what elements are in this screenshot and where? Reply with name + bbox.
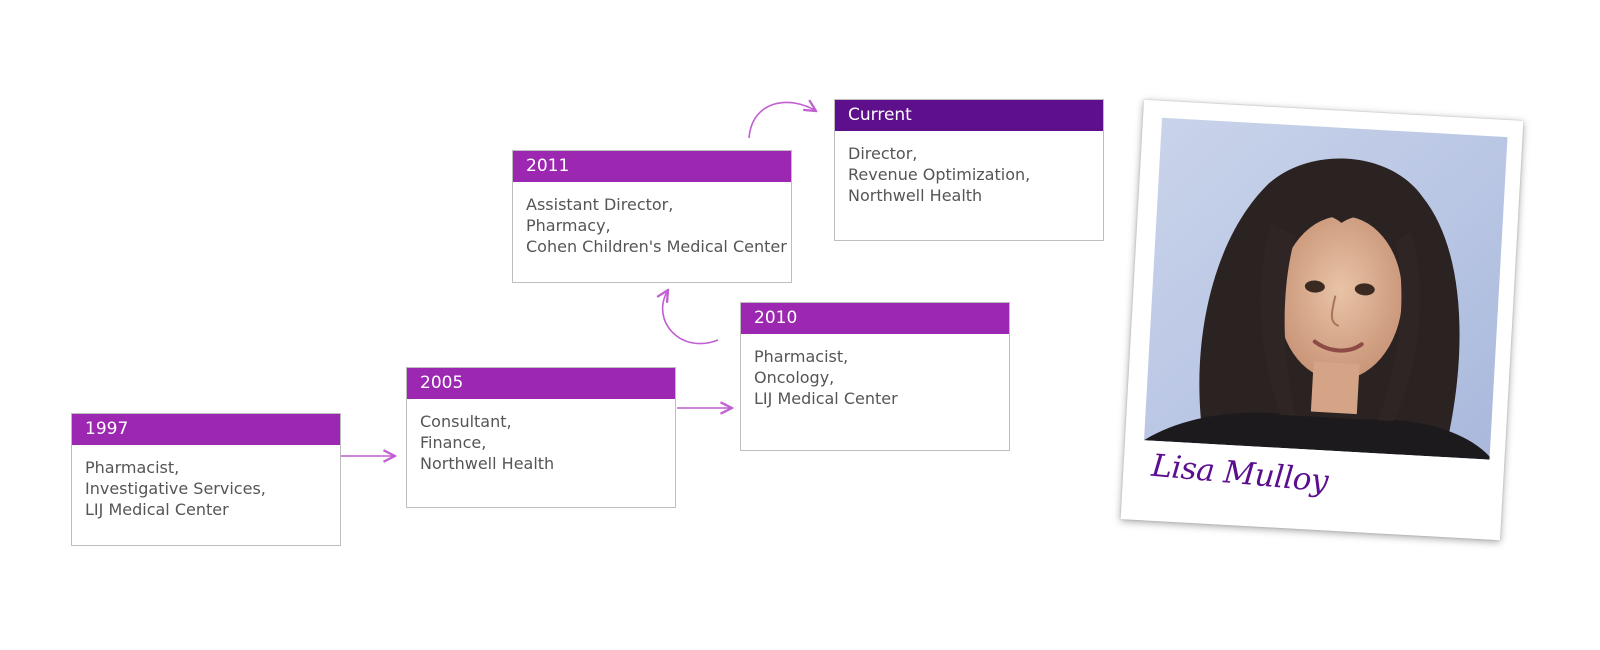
card-line: LIJ Medical Center [754,389,898,408]
card-header: 2010 [741,303,1009,334]
card-line: Consultant, [420,412,512,431]
timeline-card-current: Current Director, Revenue Optimization, … [834,99,1104,241]
card-line: Oncology, [754,368,835,387]
portrait-photo [1144,117,1508,460]
portrait-illustration [1144,158,1490,460]
card-header: 2011 [513,151,791,182]
timeline-card-1997: 1997 Pharmacist, Investigative Services,… [71,413,341,546]
card-line: Investigative Services, [85,479,266,498]
card-line: Pharmacist, [85,458,180,477]
signature: Lisa Mulloy [1150,447,1330,500]
card-line: Pharmacy, [526,216,611,235]
card-header: 2005 [407,368,675,399]
card-body: Pharmacist, Oncology, LIJ Medical Center [741,334,1009,409]
card-line: Assistant Director, [526,195,674,214]
card-header: 1997 [72,414,340,445]
card-header: Current [835,100,1103,131]
timeline-card-2005: 2005 Consultant, Finance, Northwell Heal… [406,367,676,508]
card-line: LIJ Medical Center [85,500,229,519]
card-body: Assistant Director, Pharmacy, Cohen Chil… [513,182,791,257]
timeline-card-2010: 2010 Pharmacist, Oncology, LIJ Medical C… [740,302,1010,451]
card-line: Pharmacist, [754,347,849,366]
polaroid-photo-frame: Lisa Mulloy [1120,99,1524,541]
arrow-2010-to-2011 [663,290,719,345]
card-line: Director, [848,144,918,163]
card-line: Northwell Health [420,454,555,473]
card-line: Finance, [420,433,487,452]
card-line: Northwell Health [848,186,983,205]
card-line: Revenue Optimization, [848,165,1031,184]
card-body: Pharmacist, Investigative Services, LIJ … [72,445,340,520]
timeline-card-2011: 2011 Assistant Director, Pharmacy, Cohen… [512,150,792,283]
card-body: Consultant, Finance, Northwell Health [407,399,675,474]
card-line: Cohen Children's Medical Center [526,237,787,256]
arrow-2011-to-current [748,102,816,139]
card-body: Director, Revenue Optimization, Northwel… [835,131,1103,206]
